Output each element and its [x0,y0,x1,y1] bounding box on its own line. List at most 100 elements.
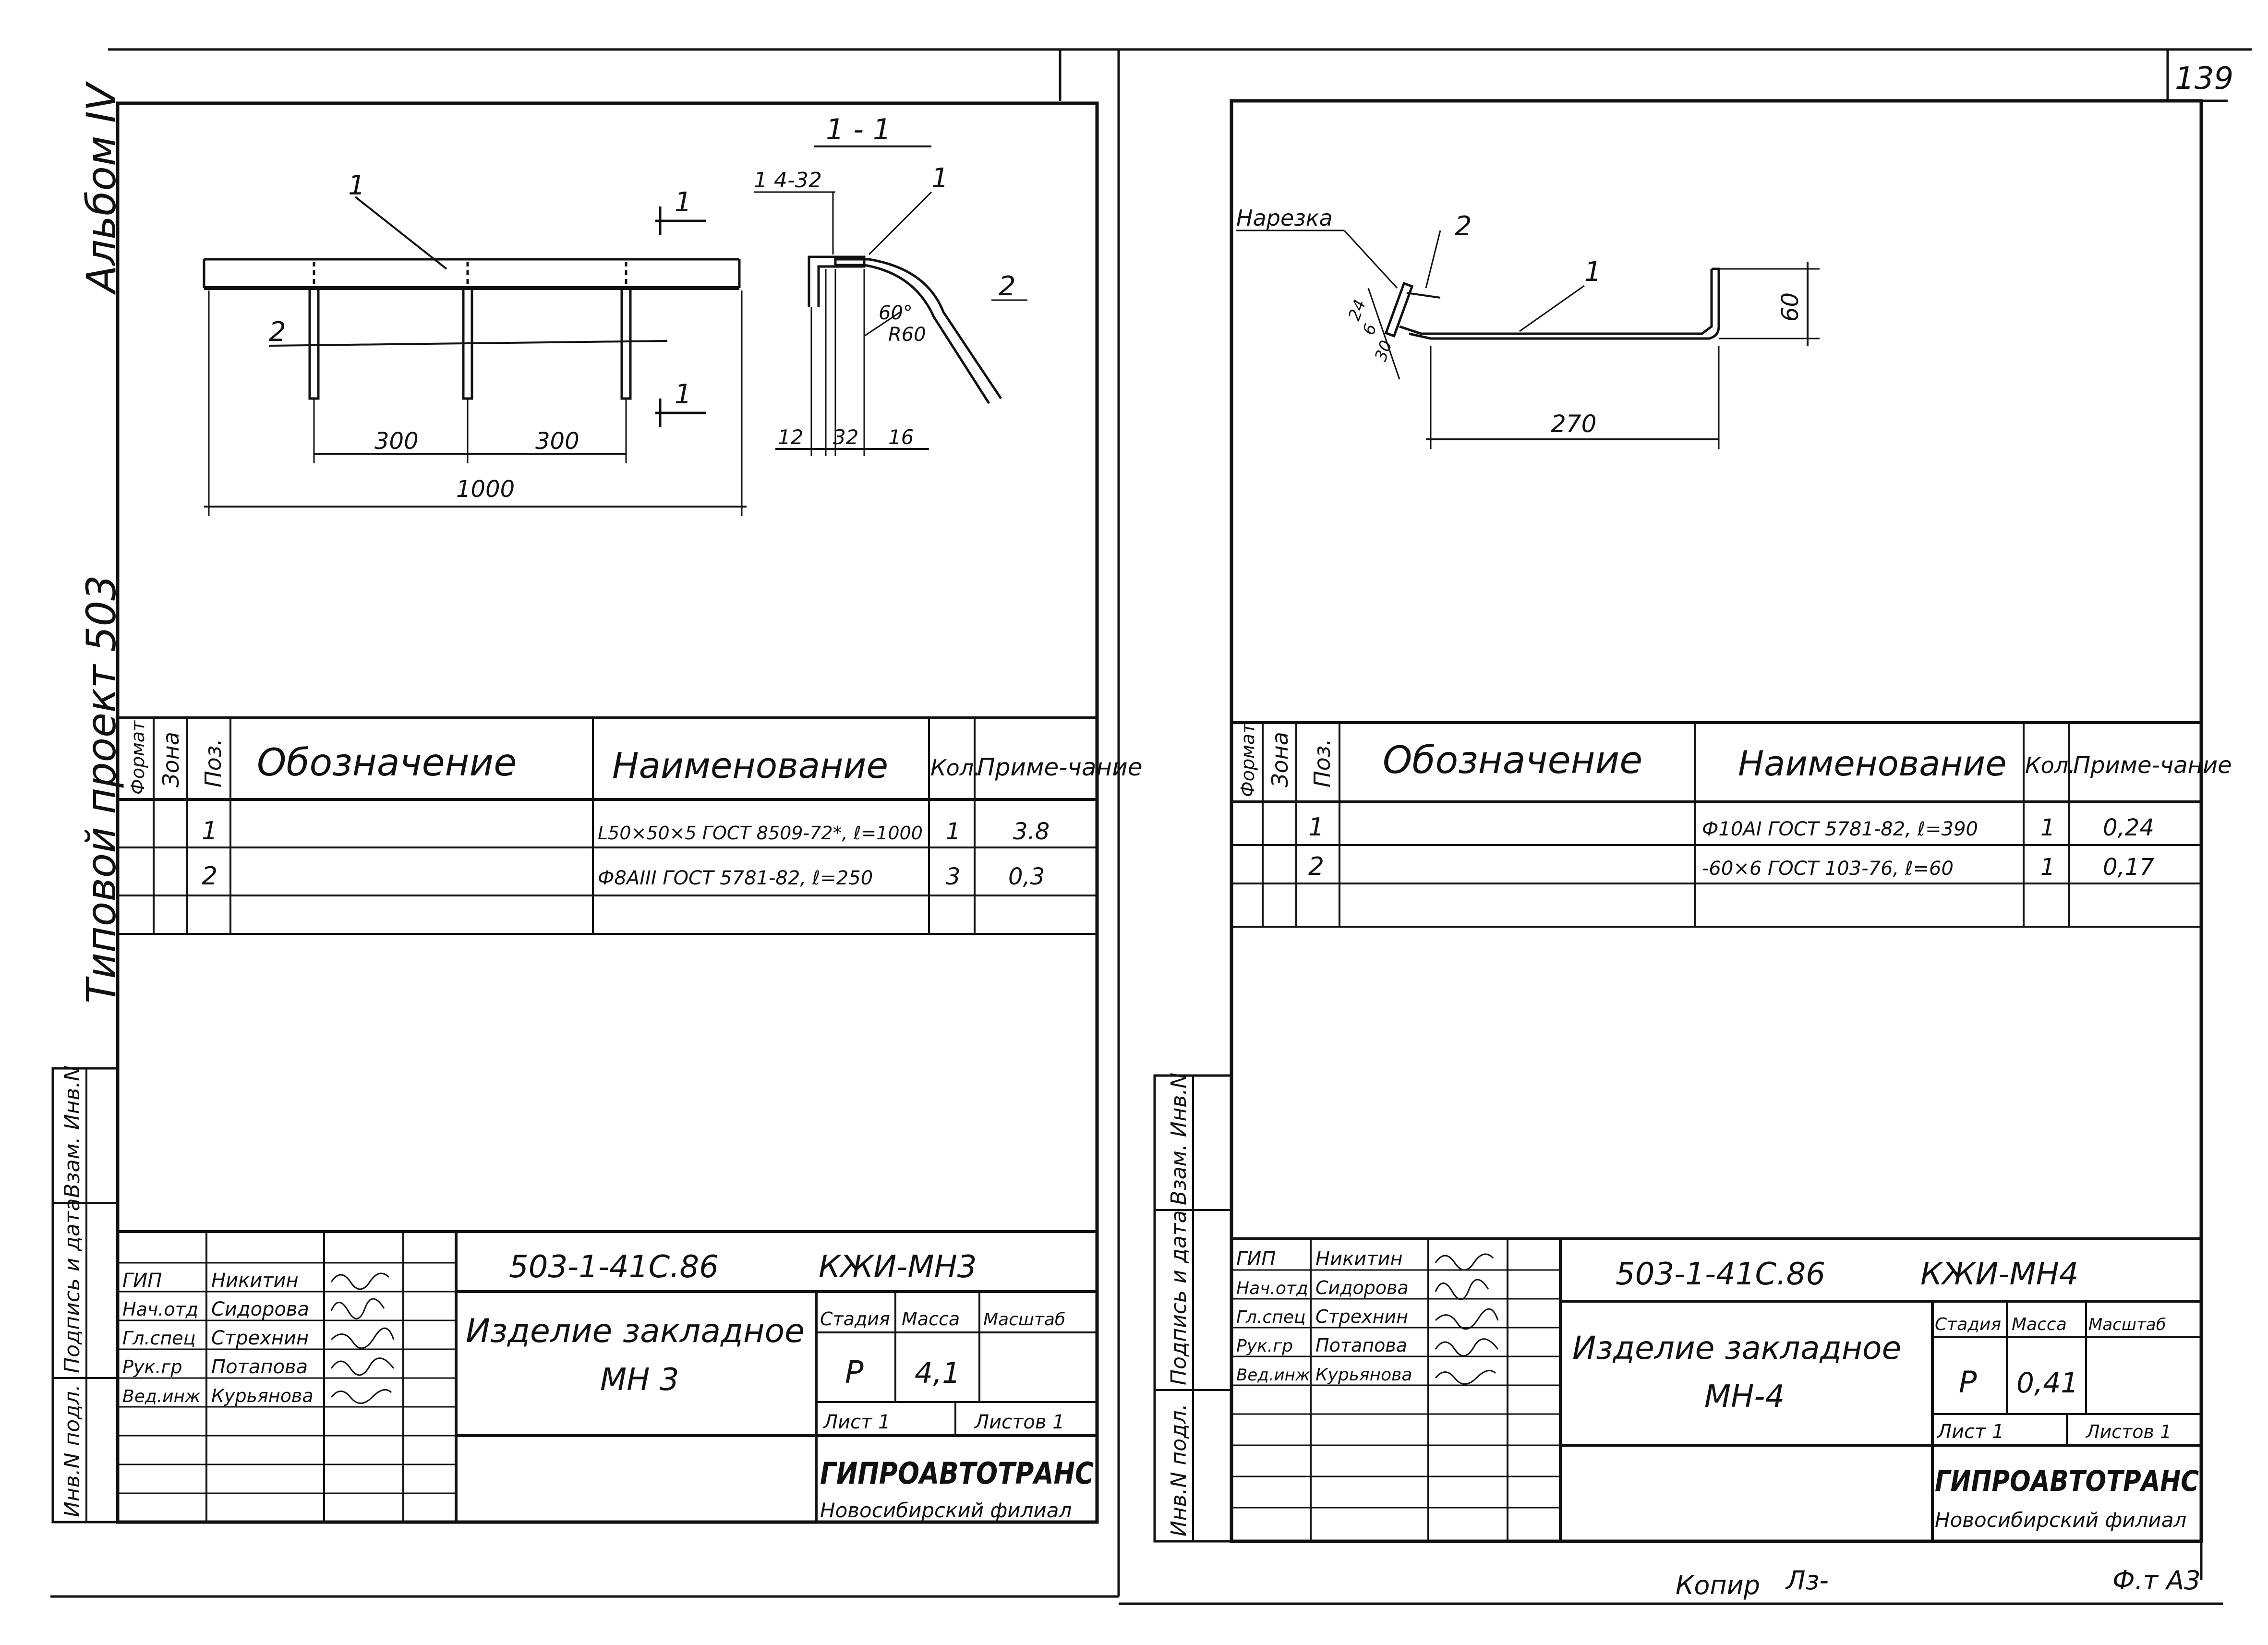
left-row2-pos: 2 [202,862,217,891]
left-row1-qty: 1 [946,818,961,845]
left-row2-name: Ф8АIII ГОСТ 5781-82, ℓ=250 [598,867,873,889]
right-sheets-label: Листов 1 [2085,1421,2171,1442]
left-section-mark-bottom: 1 [675,379,692,410]
right-sheet-label: Лист 1 [1936,1421,2004,1443]
left-row1-name: L50×50×5 ГОСТ 8509-72*, ℓ=1000 [598,822,923,844]
left-dim-300-b: 300 [535,428,579,455]
left-th-note: Приме-чание [977,753,1142,781]
left-name-1: Никитин [211,1270,299,1292]
right-th-name: Наименование [1738,743,2007,784]
right-role-4: Рук.гр [1236,1336,1293,1356]
left-name-4: Потапова [211,1356,308,1378]
copy-signature: Лз- [1785,1565,1829,1596]
right-label-pos1: 1 [1584,256,1602,288]
stamp-signature-date-right: Подпись и дата [1167,1210,1191,1385]
right-th-pos: Поз. [1309,738,1335,787]
section-dim-12: 12 [778,425,803,449]
right-row2-qty: 1 [2040,854,2055,881]
left-section-view [754,145,1027,456]
right-row2-note: 0,17 [2103,854,2154,881]
right-dim-24: 24 [1345,297,1370,323]
stamp-inv-podl: Инв.N подл. [60,1384,84,1517]
right-role-1: ГИП [1236,1248,1276,1270]
right-drawing [1236,230,1820,449]
right-dim-60: 60 [1777,292,1804,322]
right-row1-note: 0,24 [2103,814,2154,841]
left-branch: Новосибирский филиал [820,1499,1072,1522]
left-role-5: Вед.инж [122,1387,201,1406]
right-signatures [1435,1253,1499,1385]
left-scale-label: Масштаб [983,1310,1065,1330]
left-row1-pos: 1 [202,817,217,846]
left-role-3: Гл.спец [122,1328,196,1349]
left-th-qty: Кол. [930,755,981,781]
stamp-vzam-inv: Взам. Инв.N [60,1065,84,1198]
right-label-pos2: 2 [1455,211,1472,242]
left-spec-table [118,716,1097,935]
stamp-vzam-inv-right: Взам. Инв.N [1167,1073,1191,1205]
left-org: ГИПРОАВТОТРАНС [820,1456,1094,1491]
left-mass: 4,1 [915,1356,960,1390]
left-role-1: ГИП [122,1270,162,1292]
right-name-2: Сидорова [1315,1277,1409,1298]
right-dim-6: 6 [1359,321,1381,338]
right-role-3: Гл.спец [1236,1307,1306,1327]
left-th-format: Формат [127,720,148,795]
right-org: ГИПРОАВТОТРАНС [1935,1464,2199,1498]
left-th-designation: Обозначение [257,741,517,785]
left-title: Изделие закладное [466,1312,805,1350]
stamp-inv-podl-right: Инв.N подл. [1167,1403,1191,1536]
right-th-designation: Обозначение [1383,739,1642,782]
right-side-stamp: Инв.N подл. Подпись и дата Взам. Инв.N [1153,1073,1233,1543]
right-sheet: Инв.N подл. Подпись и дата Взам. Инв.N Н… [1153,99,2232,1543]
copy-label: Копир [1676,1570,1760,1600]
right-label-cutting: Нарезка [1236,205,1333,231]
right-mark: КЖИ-МН4 [1920,1257,2078,1292]
left-stage-label: Стадия [820,1308,890,1330]
right-stage: Р [1959,1365,1977,1400]
right-role-5: Вед.инж [1236,1366,1310,1385]
left-row2-note: 0,3 [1008,863,1045,890]
left-code: 503-1-41С.86 [509,1249,719,1285]
section-radius: R60 [888,324,926,346]
right-code: 503-1-41С.86 [1616,1257,1825,1292]
right-th-zone: Зона [1267,732,1293,787]
stamp-signature-date: Подпись и дата [60,1198,84,1373]
left-label-pos2: 2 [269,316,286,348]
left-sheet: Инв.N подл. Подпись и дата Взам. Инв.N [51,101,1142,1524]
left-subtitle: МН 3 [600,1362,679,1398]
left-side-stamp: Инв.N подл. Подпись и дата Взам. Инв.N [51,1065,119,1524]
right-mass-label: Масса [2012,1315,2067,1334]
section-label-pos1: 1 [931,163,949,194]
section-weld-label: 1 4-32 [754,168,822,193]
left-role-4: Рук.гр [122,1356,182,1378]
right-th-format: Формат [1237,722,1258,797]
right-name-4: Потапова [1315,1335,1407,1356]
left-stage: Р [845,1355,864,1391]
format-label: Ф.т А3 [2112,1565,2201,1596]
sheet-number-box: 139 [2166,49,2233,102]
section-angle: 60° [879,302,913,324]
left-section-mark-top: 1 [675,187,692,218]
right-spec-table [1231,721,2201,928]
right-title: Изделие закладное [1572,1330,1901,1367]
left-th-name: Наименование [612,745,888,786]
left-role-2: Нач.отд [122,1299,198,1320]
left-name-5: Курьянова [211,1385,314,1406]
left-sheets-label: Листов 1 [974,1411,1065,1433]
section-label-pos2: 2 [999,271,1016,302]
left-signatures [330,1272,395,1404]
right-dim-270: 270 [1551,410,1596,438]
left-title-block [118,1230,1097,1522]
right-row1-pos: 1 [1308,813,1324,842]
right-role-2: Нач.отд [1236,1279,1308,1298]
right-name-1: Никитин [1315,1248,1403,1270]
left-name-3: Стрехнин [211,1327,309,1349]
right-th-note: Приме-чание [2073,752,2232,779]
right-title-block [1231,1237,2201,1541]
right-name-3: Стрехнин [1315,1306,1408,1327]
right-scale-label: Масштаб [2088,1315,2166,1334]
right-name-5: Курьянова [1315,1365,1412,1385]
right-row2-name: -60×6 ГОСТ 103-76, ℓ=60 [1702,858,1954,880]
